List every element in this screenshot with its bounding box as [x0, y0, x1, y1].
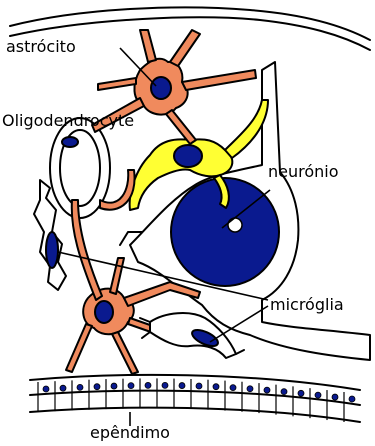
ependymal-cell-nucleus — [128, 383, 134, 389]
label-microglia: micróglia — [270, 295, 344, 314]
ependymal-cell-nucleus — [179, 383, 185, 389]
ependymal-cell-nucleus — [43, 386, 49, 392]
ependymal-cell-nucleus — [315, 392, 321, 398]
label-ependyma: epêndimo — [90, 423, 170, 441]
label-oligodendrocyte: Oligodendrocyte — [2, 111, 134, 130]
ependymal-cell-nucleus — [264, 387, 270, 393]
ependymal-cell-nucleus — [145, 382, 151, 388]
ependymal-cell-nucleus — [298, 390, 304, 396]
ependymal-cell-nucleus — [77, 384, 83, 390]
ependymal-cell-nucleus — [162, 382, 168, 388]
ependymal-cell-nucleus — [196, 383, 202, 389]
ependymal-cell-nucleus — [213, 384, 219, 390]
label-astrocyte: astrócito — [6, 37, 76, 56]
ependymal-cell-nucleus — [247, 386, 253, 392]
ependymal-cell-nucleus — [60, 385, 66, 391]
ependymal-cell-nucleus — [281, 389, 287, 395]
ependyma — [30, 375, 360, 422]
ependymal-cell-nucleus — [94, 384, 100, 390]
ependymal-cell-nucleus — [230, 385, 236, 391]
label-neuron: neurónio — [268, 162, 339, 181]
ependymal-cell-nucleus — [349, 396, 355, 402]
ependymal-cell-nucleus — [111, 383, 117, 389]
ependymal-cell-nucleus — [332, 394, 338, 400]
neuron-nucleolus — [228, 218, 242, 232]
